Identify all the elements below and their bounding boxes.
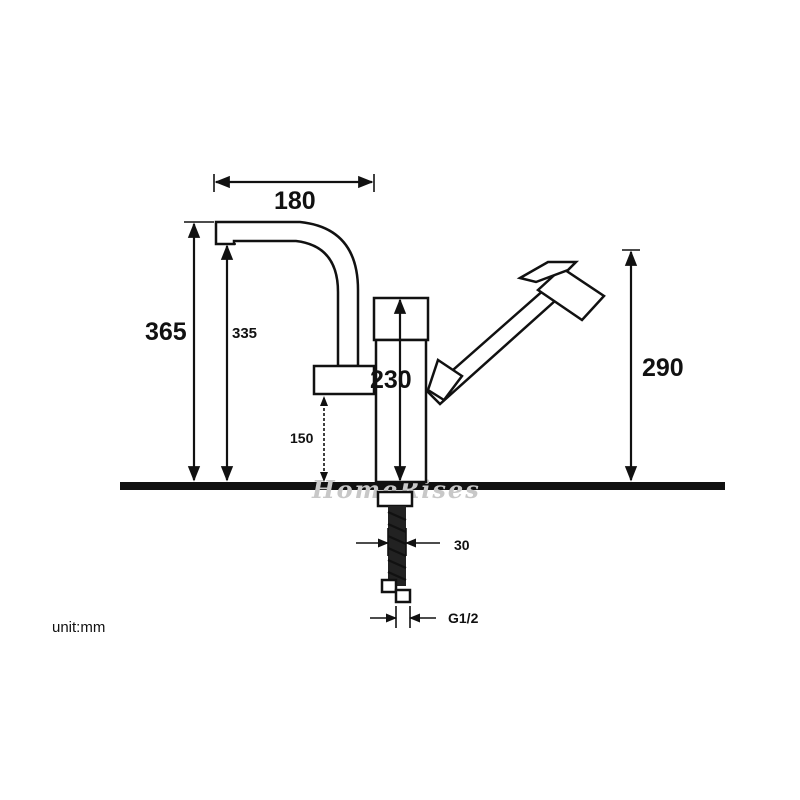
faucet-handle [312, 364, 376, 396]
countertop-line [120, 482, 725, 490]
dim-shank-width: 30 [356, 528, 470, 556]
dim-spout-height-label: 335 [232, 325, 257, 342]
dim-handle-height: 150 [290, 396, 328, 482]
dim-total-height-label: 365 [145, 318, 187, 346]
dim-thread: G1/2 [370, 606, 479, 628]
dim-total-height: 365 [145, 221, 214, 482]
pull-out-sprayer [426, 260, 606, 406]
dim-spout-height: 335 [218, 243, 257, 482]
dim-spout-reach: 180 [213, 174, 375, 215]
dim-spout-reach-label: 180 [274, 187, 316, 215]
dim-sprayer-height-label: 290 [642, 354, 684, 382]
dim-handle-height-label: 150 [290, 430, 314, 446]
faucet-shank [376, 490, 414, 604]
unit-label: unit:mm [52, 619, 105, 636]
dim-body-height: 230 [370, 298, 412, 482]
dim-body-height-label: 230 [370, 366, 412, 394]
dim-thread-label: G1/2 [448, 610, 479, 626]
faucet-spout [214, 220, 360, 368]
dim-shank-width-label: 30 [454, 537, 470, 553]
dim-sprayer-height: 290 [622, 249, 684, 482]
